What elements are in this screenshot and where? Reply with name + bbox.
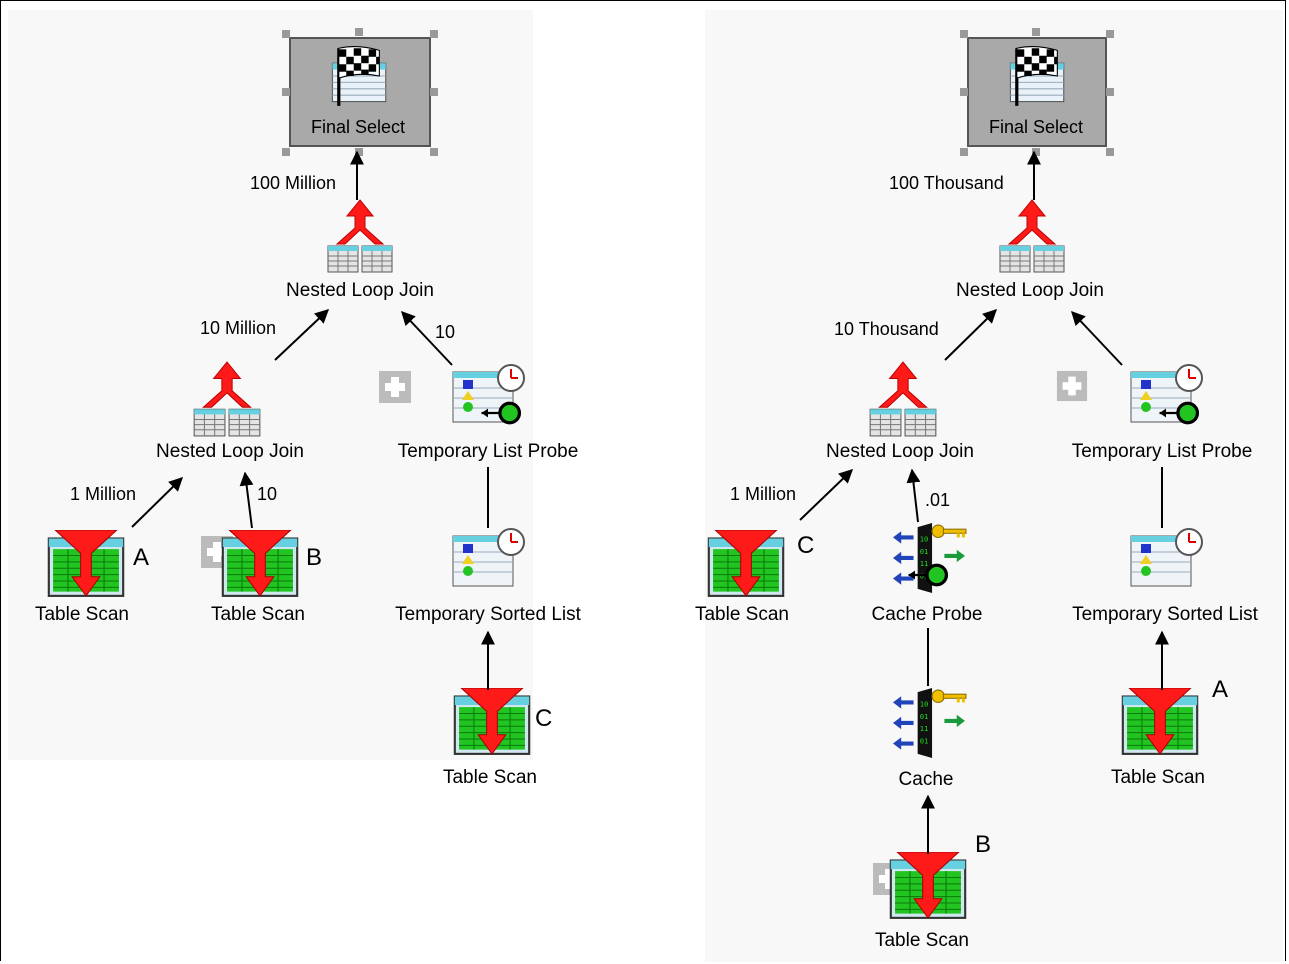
inner-join-label: Nested Loop Join: [156, 441, 304, 462]
table-scan-icon[interactable]: [889, 852, 967, 919]
edge-arrow: [401, 310, 453, 366]
edge-arrow: [799, 469, 854, 521]
temp-list-icon[interactable]: [451, 528, 526, 588]
table-scan-icon[interactable]: [1121, 688, 1199, 755]
edge-arrow: [1071, 310, 1123, 366]
expand-plus-icon[interactable]: [379, 371, 411, 403]
scan-c-label: Table Scan: [443, 767, 537, 788]
list-probe-label: Temporary List Probe: [398, 441, 579, 462]
list-probe-label: Temporary List Probe: [1072, 441, 1253, 462]
final-select-node[interactable]: Final Select: [960, 28, 1114, 156]
edge-label: 100 Thousand: [889, 173, 1004, 193]
edge-label: 1 Million: [730, 484, 796, 504]
top-join-label: Nested Loop Join: [956, 280, 1104, 301]
table-letter-a: A: [1212, 676, 1228, 703]
join-icon[interactable]: [193, 361, 261, 437]
scan-b-label: Table Scan: [211, 604, 305, 625]
temp-list-icon[interactable]: [1129, 528, 1204, 588]
table-scan-icon[interactable]: [221, 530, 299, 597]
scan-a-label: Table Scan: [1111, 767, 1205, 788]
edge-arrow: [906, 468, 921, 523]
final-select-label: Final Select: [989, 117, 1083, 137]
edge-label: 10 Thousand: [834, 319, 939, 339]
left-plan-panel: [8, 10, 533, 760]
edge-arrow: [131, 477, 183, 528]
edge-label: 10: [435, 322, 455, 342]
scan-a-label: Table Scan: [35, 604, 129, 625]
edge-label: 100 Million: [250, 173, 336, 193]
final-select-label: Final Select: [311, 117, 405, 137]
join-icon[interactable]: [869, 361, 937, 437]
edge-arrow: [274, 309, 330, 361]
expand-plus-icon[interactable]: [1056, 370, 1088, 402]
right-plan: Final Select Nested Loop Join Nested Loo…: [695, 28, 1259, 951]
scan-b-label: Table Scan: [875, 930, 969, 951]
edge-label: 10 Million: [200, 318, 276, 338]
edge-label: 10: [257, 484, 277, 504]
table-scan-icon[interactable]: [47, 530, 125, 597]
cache-probe-label: Cache Probe: [872, 604, 983, 625]
edge-label: 1 Million: [70, 484, 136, 504]
left-plan: Final Select Nested Loop Join Nested Loo…: [35, 28, 582, 788]
edge-label: .01: [925, 490, 950, 510]
join-icon[interactable]: [999, 199, 1065, 273]
join-icon[interactable]: [327, 199, 393, 273]
table-letter-b: B: [306, 544, 322, 571]
checkered-flag-icon: [1008, 44, 1066, 108]
edge-arrow: [239, 471, 254, 529]
inner-join-label: Nested Loop Join: [826, 441, 974, 462]
table-scan-icon[interactable]: [707, 530, 785, 597]
edge-arrow: [944, 309, 997, 361]
table-letter-c: C: [797, 532, 814, 559]
final-select-node[interactable]: Final Select: [282, 28, 438, 156]
top-join-label: Nested Loop Join: [286, 280, 434, 301]
scan-c-label: Table Scan: [695, 604, 789, 625]
table-letter-b: B: [975, 831, 991, 858]
sorted-list-label: Temporary Sorted List: [1072, 604, 1259, 625]
table-scan-icon[interactable]: [453, 688, 531, 755]
table-letter-c: C: [535, 705, 552, 732]
cache-icon[interactable]: [892, 688, 967, 759]
right-plan-panel: [705, 10, 1283, 962]
table-letter-a: A: [133, 544, 149, 571]
cache-label: Cache: [899, 769, 954, 790]
checkered-flag-icon: [330, 44, 388, 108]
sorted-list-label: Temporary Sorted List: [395, 604, 582, 625]
